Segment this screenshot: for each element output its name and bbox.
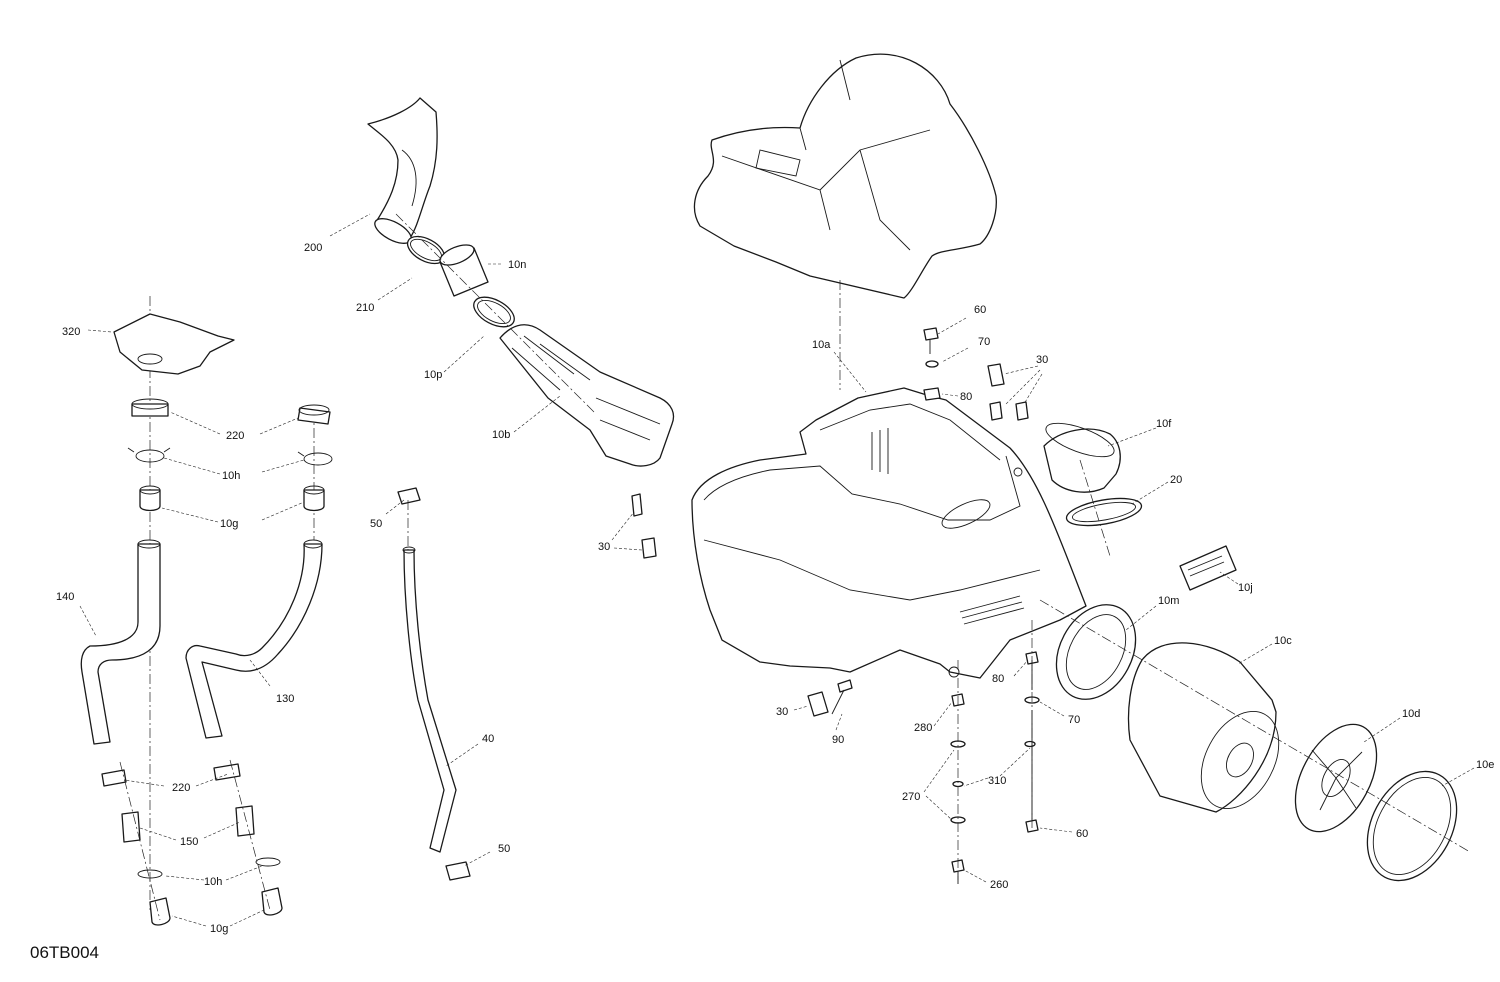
hose-clamp-220-left xyxy=(131,398,169,417)
callout-30-center: 30 xyxy=(598,541,610,553)
connector-150 xyxy=(121,805,255,843)
callout-280: 280 xyxy=(914,722,932,734)
intake-elbow-duct xyxy=(367,97,438,244)
outlet-coupling-10f xyxy=(1043,422,1121,493)
callout-270: 270 xyxy=(902,791,920,803)
callout-30-upper: 30 xyxy=(1036,354,1048,366)
leader-lines xyxy=(79,213,1475,927)
diagram-code: 06TB004 xyxy=(30,943,99,962)
callout-10c: 10c xyxy=(1274,635,1292,647)
callout-10f: 10f xyxy=(1156,418,1172,430)
callout-220-upper: 220 xyxy=(226,430,244,442)
airbox-cover-10a xyxy=(693,53,997,299)
intake-duct-10b xyxy=(499,324,675,467)
grommet-80-upper xyxy=(923,387,941,401)
callout-50-lower: 50 xyxy=(498,843,510,855)
callout-200: 200 xyxy=(304,242,322,254)
callout-60-lower: 60 xyxy=(1076,828,1088,840)
bolt-60-upper xyxy=(923,327,939,354)
callout-10j: 10j xyxy=(1238,582,1253,594)
cap-10g-left xyxy=(139,485,161,512)
spring-clip-10h-left xyxy=(127,447,171,463)
cap-10g-right xyxy=(303,485,325,512)
callout-10h-lower: 10h xyxy=(204,876,222,888)
callout-10g-lower: 10g xyxy=(210,923,228,935)
callout-210: 210 xyxy=(356,302,374,314)
axis-coupling xyxy=(1079,459,1111,557)
callout-320: 320 xyxy=(62,326,80,338)
filter-seal-10m xyxy=(1055,604,1137,700)
label-decal-10j xyxy=(1179,545,1237,591)
callout-130: 130 xyxy=(276,693,294,705)
axis-filter xyxy=(1039,599,1471,853)
callout-labels: 200 210 10n 10p 10b 320 220 10h 10g 140 … xyxy=(56,242,1494,935)
hose-140 xyxy=(80,539,161,745)
hose-clamp-220-right xyxy=(297,404,331,425)
spring-clip-10h-lower xyxy=(137,857,281,879)
callout-50-upper: 50 xyxy=(370,518,382,530)
callout-30-lower: 30 xyxy=(776,706,788,718)
callout-10b: 10b xyxy=(492,429,510,441)
callout-70-lower: 70 xyxy=(1068,714,1080,726)
callout-150: 150 xyxy=(180,836,198,848)
drain-hose-40 xyxy=(402,546,457,853)
axis-lower-fasteners xyxy=(957,620,1033,880)
callout-80-lower: 80 xyxy=(992,673,1004,685)
callout-20: 20 xyxy=(1170,474,1182,486)
clip-50-upper xyxy=(397,487,421,505)
clip-50-lower xyxy=(445,861,471,881)
callout-10d: 10d xyxy=(1402,708,1420,720)
hose-clamp-220-lower xyxy=(101,763,241,787)
fasteners-lower-center xyxy=(950,693,966,884)
heat-shield-320 xyxy=(113,313,235,375)
cap-10g-lower xyxy=(149,887,283,926)
axis-left-3 xyxy=(119,759,271,921)
callout-10a: 10a xyxy=(812,339,831,351)
callout-310: 310 xyxy=(988,775,1006,787)
filter-gasket-10e xyxy=(1366,770,1458,882)
intake-center-line xyxy=(395,213,597,415)
callout-60-upper: 60 xyxy=(974,304,986,316)
callout-10n: 10n xyxy=(508,259,526,271)
air-filter-10c xyxy=(1127,642,1280,813)
clip-30-center xyxy=(631,493,829,717)
callout-10p: 10p xyxy=(424,369,442,381)
callout-10h-upper: 10h xyxy=(222,470,240,482)
callout-80-upper: 80 xyxy=(960,391,972,403)
filter-cap-10d xyxy=(1294,723,1378,833)
screw-90 xyxy=(831,679,853,715)
hose-clamp-20 xyxy=(1065,497,1143,527)
hose-130 xyxy=(185,539,323,739)
callout-70-upper: 70 xyxy=(978,336,990,348)
callout-10m: 10m xyxy=(1158,595,1179,607)
washer-70-upper xyxy=(925,360,939,368)
callout-10g-upper: 10g xyxy=(220,518,238,530)
callout-260: 260 xyxy=(990,879,1008,891)
callout-10e: 10e xyxy=(1476,759,1494,771)
airbox-base xyxy=(691,387,1087,679)
callout-90: 90 xyxy=(832,734,844,746)
coupling-sleeve-10n xyxy=(439,244,489,297)
clips-30-upper xyxy=(987,363,1029,421)
callout-40: 40 xyxy=(482,733,494,745)
spring-clip-10h-right xyxy=(297,451,333,466)
callout-140: 140 xyxy=(56,591,74,603)
callout-220-lower: 220 xyxy=(172,782,190,794)
hose-clamp-10p xyxy=(473,296,515,328)
